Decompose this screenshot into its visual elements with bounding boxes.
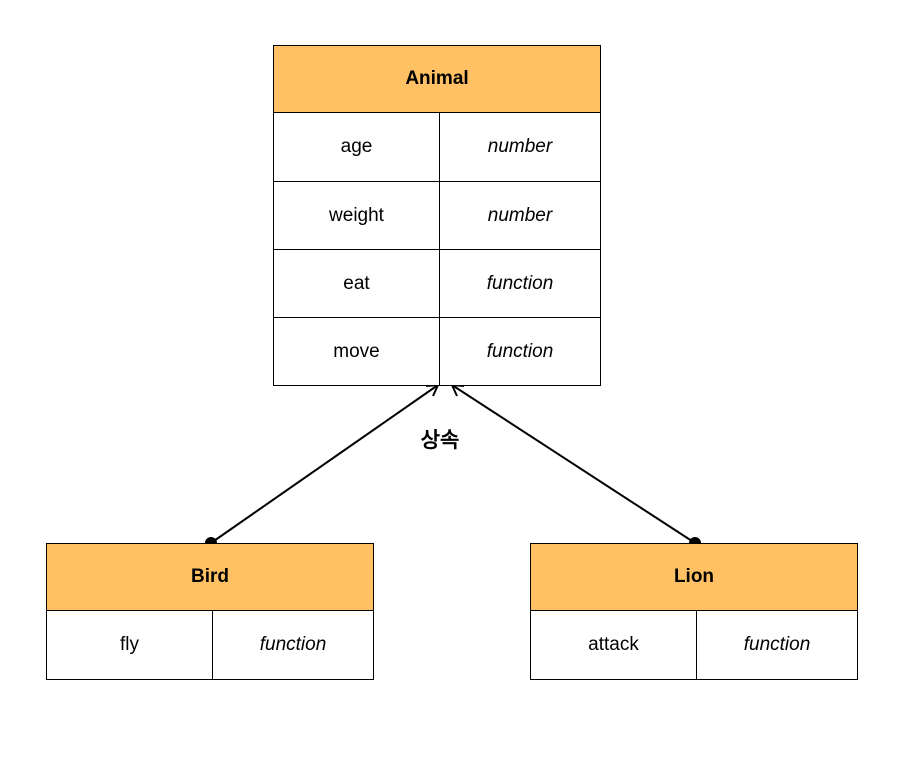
attr-type: function (486, 340, 554, 362)
animal-attr-row-move: move function (274, 317, 600, 385)
attr-name: age (274, 113, 440, 181)
attr-type: number (487, 204, 553, 226)
lion-to-animal-line (451, 384, 696, 544)
animal-class-table: Animal age number weight number eat func… (273, 45, 601, 386)
bird-to-animal-line (210, 384, 439, 544)
attr-name: attack (531, 611, 697, 679)
bird-attr-row-fly: fly function (47, 611, 373, 679)
attr-name: weight (274, 182, 440, 249)
attr-type: function (743, 634, 811, 655)
animal-attr-row-eat: eat function (274, 249, 600, 317)
bird-class-header: Bird (47, 544, 373, 611)
lion-class-header: Lion (531, 544, 857, 611)
attr-name: fly (47, 611, 213, 679)
attr-name: move (274, 318, 440, 385)
animal-attr-row-weight: weight number (274, 181, 600, 249)
lion-attr-row-attack: attack function (531, 611, 857, 679)
lion-class-table: Lion attack function (530, 543, 858, 680)
attr-type: function (259, 634, 327, 655)
attr-name: eat (274, 250, 440, 317)
bird-class-table: Bird fly function (46, 543, 374, 680)
attr-type: number (487, 136, 553, 157)
inheritance-label: 상속 (420, 429, 460, 452)
attr-type: function (486, 272, 554, 294)
bird-arrowhead (425, 383, 440, 397)
animal-class-header: Animal (274, 46, 600, 113)
animal-attr-row-age: age number (274, 113, 600, 181)
